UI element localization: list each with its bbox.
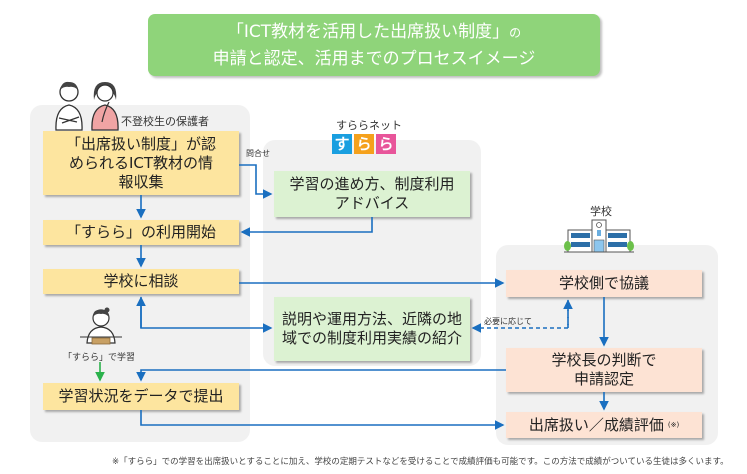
surala-logo-tile-1: す bbox=[332, 134, 352, 154]
arrow-advice-to-start bbox=[240, 217, 373, 237]
diagram-title: 「ICT教材を活用した出席扱い制度」の 申請と認定、活用までのプロセスイメージ bbox=[148, 14, 600, 76]
step-start-surala-text: 「すらら」の利用開始 bbox=[65, 223, 216, 241]
title-line1-suffix: の bbox=[509, 26, 522, 40]
step-attendance-grading-text: 出席扱い／成績評価 bbox=[528, 415, 664, 434]
title-line2: 申請と認定、活用までのプロセスイメージ bbox=[212, 49, 536, 69]
step-principal-approval-text: 学校長の判断で申請認定 bbox=[551, 351, 657, 388]
footnote-mark: (※) bbox=[667, 420, 680, 429]
school-label: 学校 bbox=[590, 205, 612, 218]
step-school-discussion-text: 学校側で協議 bbox=[558, 274, 649, 292]
step-explanation: 説明や運用方法、近隣の地域での制度利用実績の紹介 bbox=[274, 297, 470, 361]
mother-icon bbox=[91, 82, 119, 131]
guardian-label: 不登校生の保護者 bbox=[121, 115, 209, 128]
surala-logo-tile-3: ら bbox=[376, 134, 396, 154]
step-start-surala: 「すらら」の利用開始 bbox=[43, 220, 239, 245]
surala-logo: す ら ら bbox=[332, 134, 396, 154]
arrow-consult-to-explanation bbox=[140, 297, 273, 333]
inquiry-label: 問合せ bbox=[246, 149, 270, 158]
surala-logo-tile-2: ら bbox=[354, 134, 374, 154]
step-submit-data: 学習状況をデータで提出 bbox=[43, 383, 239, 410]
step-info-gathering: 「出席扱い制度」が認められるICT教材の情報収集 bbox=[43, 131, 239, 195]
step-info-gathering-text: 「出席扱い制度」が認められるICT教材の情報収集 bbox=[65, 134, 216, 191]
step-learning-advice-text: 学習の進め方、制度利用アドバイス bbox=[289, 175, 455, 212]
school-building-icon bbox=[564, 219, 634, 253]
step-principal-approval: 学校長の判断で申請認定 bbox=[506, 348, 702, 392]
as-needed-label: 必要に応じて bbox=[484, 317, 532, 326]
arrow-as-needed bbox=[471, 300, 569, 333]
student-caption: 「すらら」で学習 bbox=[63, 353, 136, 363]
arrow-principal-to-submit bbox=[136, 369, 506, 382]
step-learning-advice: 学習の進め方、制度利用アドバイス bbox=[274, 171, 470, 217]
step-explanation-text: 説明や運用方法、近隣の地域での制度利用実績の紹介 bbox=[282, 310, 463, 347]
footnote: ※「すらら」での学習を出席扱いとすることに加え、学校の定期テストなどを受けること… bbox=[112, 457, 729, 467]
step-consult-school-text: 学校に相談 bbox=[103, 272, 179, 290]
step-attendance-grading: 出席扱い／成績評価 (※) bbox=[506, 412, 702, 438]
father-icon bbox=[55, 81, 83, 131]
arrow-inquiry bbox=[239, 164, 273, 199]
title-line1: 「ICT教材を活用した出席扱い制度」 bbox=[226, 22, 510, 42]
step-consult-school: 学校に相談 bbox=[43, 269, 239, 294]
step-submit-data-text: 学習状況をデータで提出 bbox=[58, 387, 224, 405]
arrow-submit-to-attendance bbox=[140, 410, 505, 430]
step-school-discussion: 学校側で協議 bbox=[506, 270, 702, 297]
student-studying-icon bbox=[80, 307, 122, 345]
surala-label: すららネット bbox=[336, 119, 402, 132]
